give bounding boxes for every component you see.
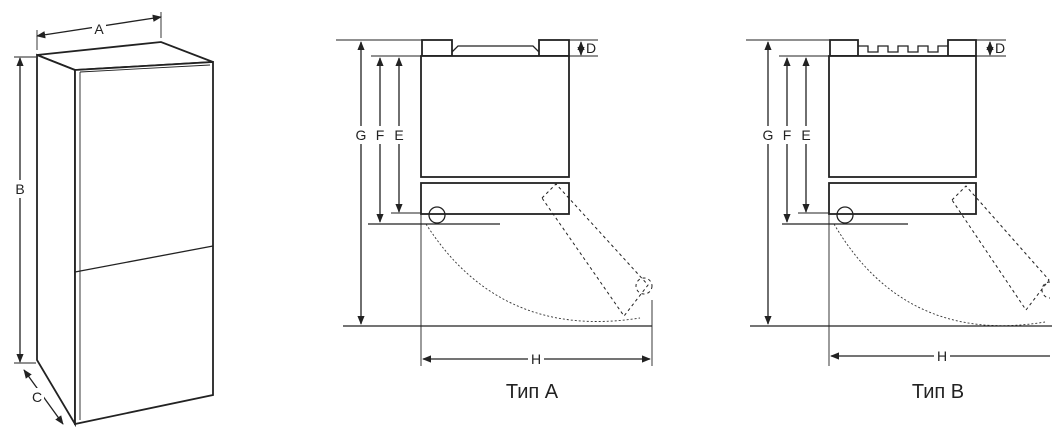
type-a-dimension-f-label: F: [376, 127, 385, 143]
type-b-dimension-d-label: D: [995, 40, 1005, 56]
type-b-dimension-h-label: H: [937, 348, 947, 364]
type-a-dimension-e-label: E: [394, 127, 403, 143]
type-b-open-door: [951, 185, 1050, 311]
fridge-3d-view: A B C: [13, 12, 214, 427]
type-a-caption: Тип A: [506, 381, 559, 403]
type-b-wavy-top: [858, 45, 948, 53]
type-a-open-door: [541, 183, 649, 317]
type-a-swing-arc: [425, 223, 641, 322]
type-a-dimension-g-label: G: [356, 127, 367, 143]
type-a-top-block-left: [421, 39, 453, 57]
type-a-hinge-circle: [428, 206, 446, 224]
fridge-front-face: [74, 61, 214, 426]
dimension-b-label: B: [15, 181, 24, 197]
type-a-view: D G F E H Тип A: [336, 39, 653, 403]
type-a-lower-door: [420, 182, 570, 215]
type-a-top-block-right: [538, 39, 570, 57]
type-a-g-label-bg: [354, 126, 368, 144]
type-a-f-label-bg: [373, 126, 387, 144]
type-a-upper-body: [420, 55, 570, 178]
type-a-top-recess: [451, 45, 540, 53]
type-b-e-label-bg: [799, 126, 813, 144]
door-split-line: [74, 245, 214, 273]
type-b-dimension-g-label: G: [763, 127, 774, 143]
type-b-lower-door: [828, 182, 977, 215]
type-a-h-label-bg: [528, 350, 544, 368]
dimension-a-label-bg: [92, 20, 106, 36]
type-b-view: D G F E H Тип B: [746, 39, 1052, 403]
type-b-swing-arc: [833, 223, 1046, 327]
type-a-dimension-h-label: H: [531, 351, 541, 367]
type-b-h-label-bg: [934, 347, 950, 365]
type-a-e-label-bg: [392, 126, 406, 144]
type-a-dimension-d-label: D: [586, 40, 596, 56]
type-b-g-label-bg: [761, 126, 775, 144]
type-b-f-label-bg: [780, 126, 794, 144]
type-b-upper-body: [828, 55, 977, 178]
dimension-c-label: C: [32, 389, 42, 405]
dimension-c-label-bg: [30, 388, 44, 406]
dimension-a-label: A: [94, 21, 104, 37]
type-b-dimension-f-label: F: [783, 127, 792, 143]
dimension-b-label-bg: [13, 180, 27, 198]
type-b-caption: Тип B: [912, 381, 964, 403]
type-b-dimension-e-label: E: [801, 127, 810, 143]
type-b-top-block-right: [947, 39, 977, 57]
fridge-side-face: [36, 53, 76, 427]
type-b-hinge-circle: [836, 206, 854, 224]
type-b-top-block-left: [829, 39, 859, 57]
type-a-open-hinge: [635, 277, 653, 295]
door-top-edge: [79, 64, 211, 73]
type-b-open-hinge: [1041, 281, 1051, 299]
